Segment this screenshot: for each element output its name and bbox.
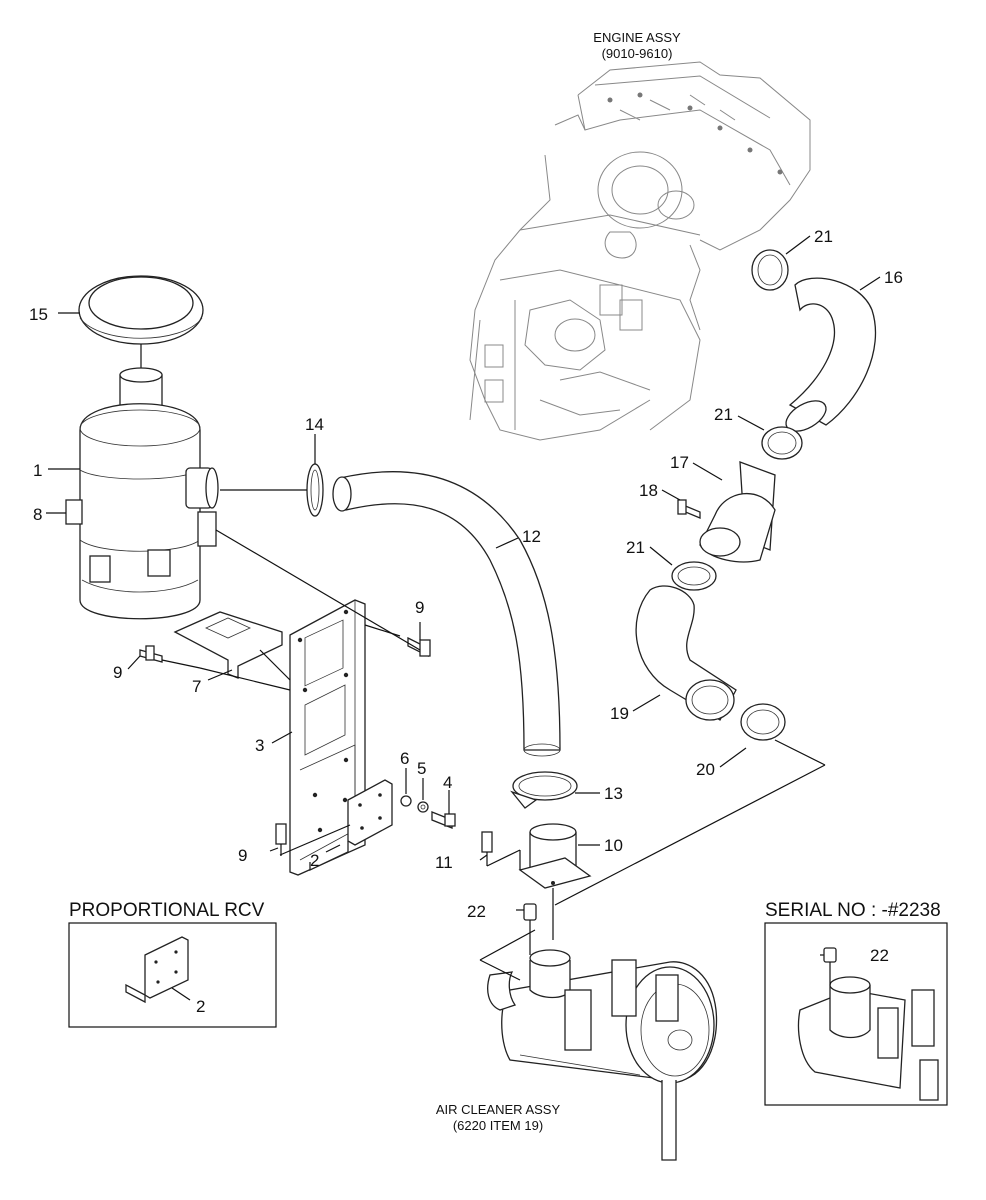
callout-4: 4 (443, 773, 452, 792)
part-10-adapter (518, 823, 592, 889)
air-cleaner-assy-title: AIR CLEANER ASSY (436, 1102, 561, 1117)
callout-21-top: 21 (814, 227, 833, 246)
callout-18: 18 (639, 481, 658, 500)
callout-17: 17 (670, 453, 689, 472)
hardware (139, 529, 521, 870)
callout-8: 8 (33, 505, 42, 524)
callout-6: 6 (400, 749, 409, 768)
callout-9-right: 9 (415, 598, 424, 617)
serial-no-box (764, 922, 948, 1106)
callout-9-left: 9 (113, 663, 122, 682)
callout-20: 20 (696, 760, 715, 779)
proportional-rcv-title: PROPORTIONAL RCV (69, 900, 265, 921)
callout-14: 14 (305, 415, 324, 434)
callout-21-mid: 21 (714, 405, 733, 424)
callout-22-main: 22 (467, 902, 486, 921)
proportional-rcv-box (68, 922, 277, 1028)
callout-21-low: 21 (626, 538, 645, 557)
callout-13: 13 (604, 784, 623, 803)
serial-no-title: SERIAL NO : -#2238 (765, 900, 941, 921)
callout-7: 7 (192, 677, 201, 696)
engine-assy-title: ENGINE ASSY (593, 30, 681, 45)
title-labels: ENGINE ASSY (9010-9610) AIR CLEANER ASSY… (69, 30, 941, 1133)
part-14-gasket (220, 463, 324, 517)
callout-11: 11 (435, 853, 453, 872)
air-cleaner-assy (479, 929, 718, 1161)
callout-9-bottom: 9 (238, 846, 247, 865)
air-cleaner-assy-ref: (6220 ITEM 19) (453, 1118, 543, 1133)
callout-19: 19 (610, 704, 629, 723)
callout-2-rcv: 2 (196, 997, 205, 1016)
engine-assy-ref: (9010-9610) (602, 46, 673, 61)
part-15-cleaner-cap (78, 275, 204, 370)
part-7-plate (173, 611, 291, 681)
callout-1: 1 (33, 461, 42, 480)
callout-3: 3 (255, 736, 264, 755)
callout-2-main: 2 (310, 851, 319, 870)
callout-22-serial: 22 (870, 946, 889, 965)
part-13-clamp (510, 771, 578, 809)
callout-15: 15 (29, 305, 48, 324)
part-1-air-cleaner (65, 367, 219, 620)
part-22-indicator (523, 888, 554, 955)
callout-10: 10 (604, 836, 623, 855)
callout-numbers: 15 1 8 14 12 9 9 7 3 6 5 4 13 10 9 2 11 … (29, 227, 903, 1016)
part-2-bracket (279, 779, 393, 872)
callout-12: 12 (522, 527, 541, 546)
callout-5: 5 (417, 759, 426, 778)
part-12-hose (332, 471, 561, 757)
engine-assy (469, 61, 811, 441)
callout-16: 16 (884, 268, 903, 287)
intake-hose-chain (554, 249, 877, 906)
